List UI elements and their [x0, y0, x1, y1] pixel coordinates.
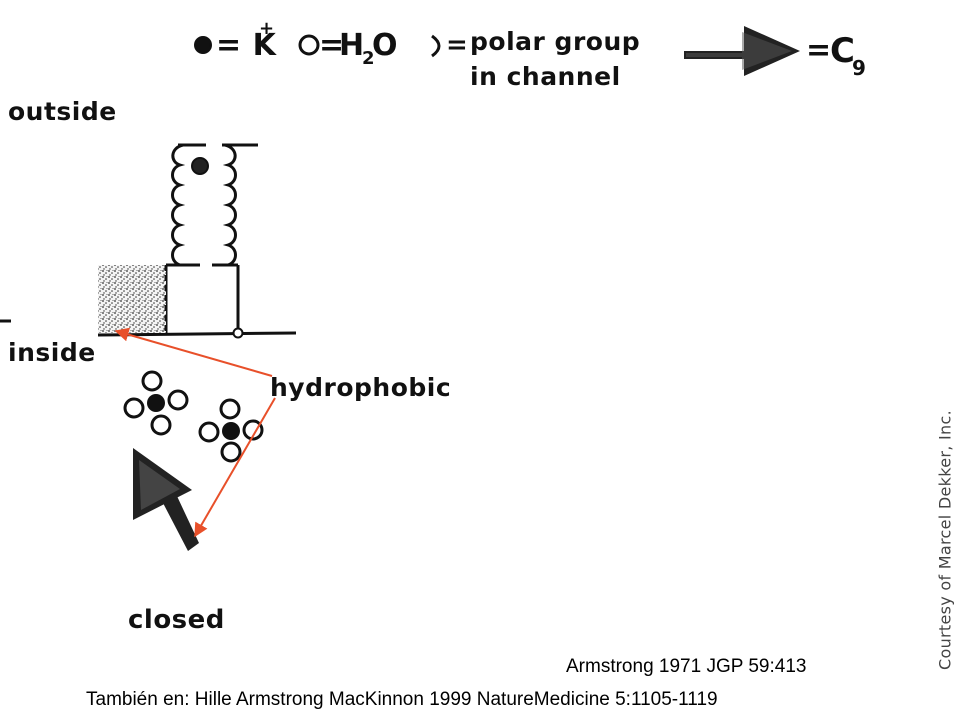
c9-arrow-legend-symbol	[684, 26, 800, 76]
closed-label: closed	[128, 605, 225, 635]
legend-water-subscript: 2	[362, 48, 376, 69]
legend-water-o: O	[372, 28, 399, 63]
hydrophobic-pointer-to-arrow	[194, 397, 276, 538]
citation-secondary: También en: Hille Armstrong MacKinnon 19…	[86, 689, 718, 710]
potassium-ion-legend-symbol	[194, 36, 212, 54]
c9-arrow-blocker	[133, 448, 199, 551]
inside-label: inside	[8, 338, 96, 367]
outside-label: outside	[8, 97, 117, 126]
polar-group-legend-symbol	[431, 34, 441, 58]
legend-polar-line2: in channel	[470, 62, 621, 91]
c9-molecule-1	[123, 370, 189, 436]
legend-c9-equals: =	[806, 33, 832, 68]
legend-polar-line1: polar group	[470, 27, 641, 56]
legend-k-label: = K	[216, 28, 277, 63]
c9-molecule-2	[198, 398, 264, 463]
gate-hinge	[232, 327, 244, 339]
legend-k-charge: +	[259, 18, 275, 39]
hydrophobic-pointer-to-block	[114, 327, 273, 377]
citation-primary: Armstrong 1971 JGP 59:413	[566, 656, 807, 677]
legend-c9-subscript: 9	[852, 56, 867, 80]
water-legend-symbol	[298, 34, 320, 56]
legend-water-h: H	[339, 28, 365, 63]
hydrophobic-label: hydrophobic	[270, 373, 452, 402]
legend-c9-c: C	[830, 31, 856, 71]
image-credit: Courtesy of Marcel Dekker, Inc.	[935, 410, 955, 670]
legend-polar-equals: =	[446, 30, 469, 60]
legend-water-equals: =	[319, 28, 345, 63]
hydrophobic-block	[98, 265, 166, 333]
potassium-ion-in-pore	[191, 157, 209, 175]
